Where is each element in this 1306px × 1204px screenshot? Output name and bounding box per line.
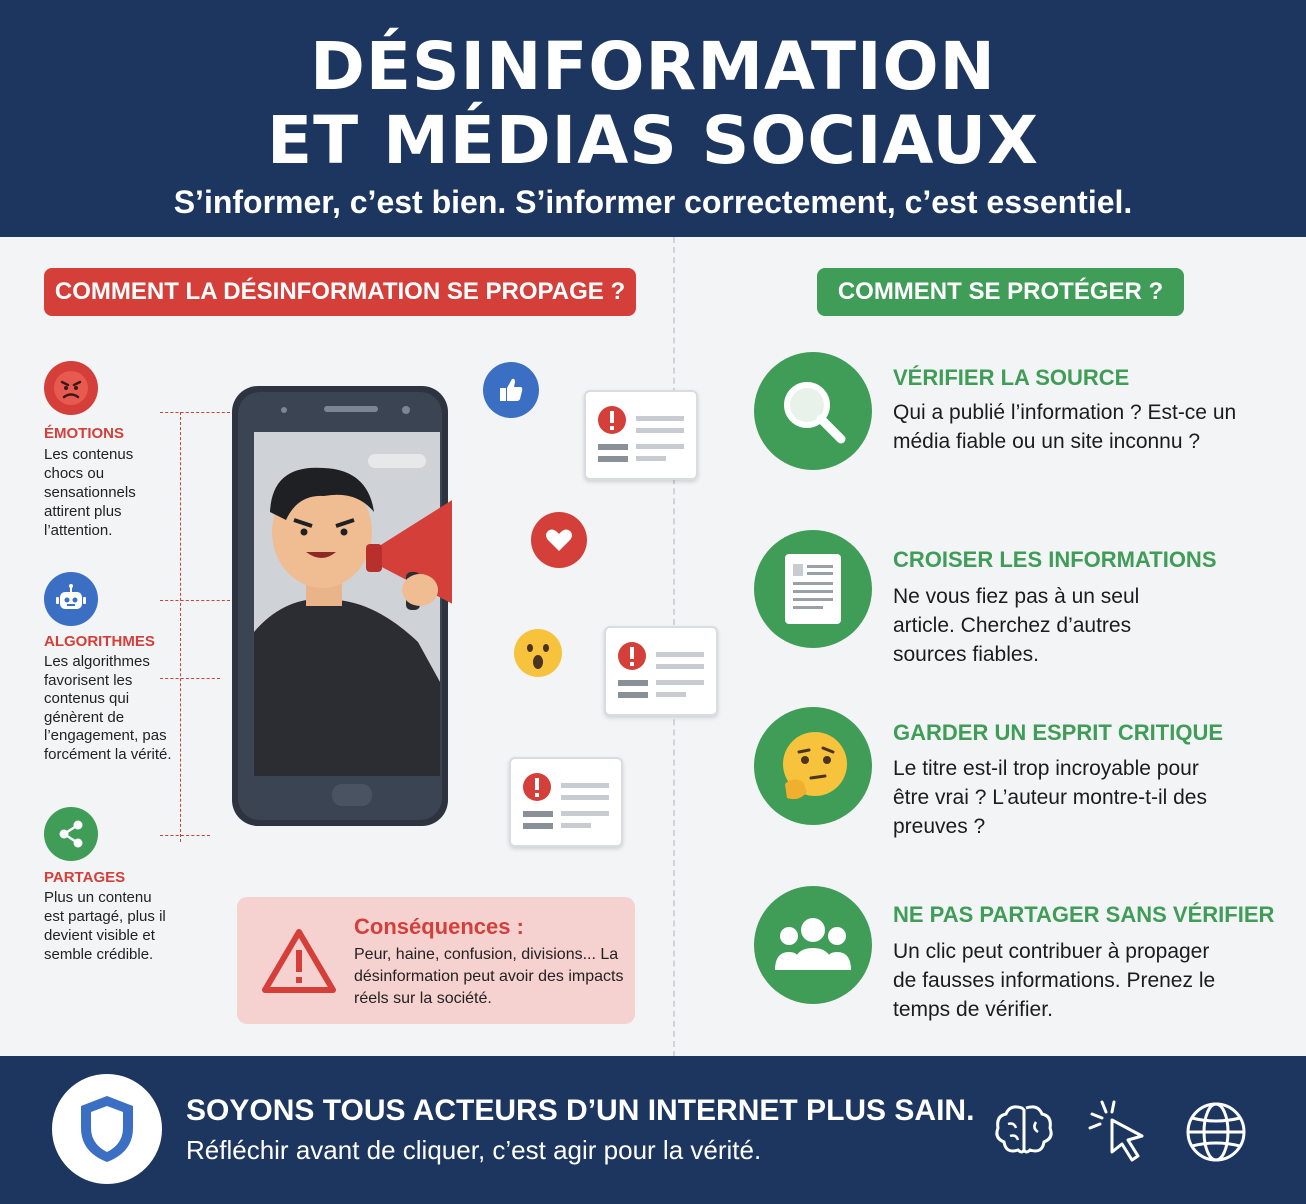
footer-title: SOYONS TOUS ACTEURS D’UN INTERNET PLUS S… [186,1094,975,1127]
angry-face-icon [44,361,98,415]
guide-line [180,412,181,842]
factor-title-emotions: ÉMOTIONS [44,425,125,442]
heart-icon [531,512,587,568]
surprised-face-icon [512,627,564,679]
thinking-face-icon [754,707,872,825]
globe-icon [1184,1100,1248,1164]
protection-heading: COMMENT SE PROTÉGER ? [817,268,1184,316]
factor-text-emotions: Les contenus chocs ou sensationnels atti… [44,446,136,539]
tip-title-critical-thinking: GARDER UN ESPRIT CRITIQUE [893,720,1224,745]
robot-icon [44,572,98,626]
tip-text-verify-source: Qui a publié l’information ? Est-ce un m… [893,401,1237,453]
consequences-text: Peur, haine, confusion, divisions... La … [354,946,624,1007]
propagation-heading: COMMENT LA DÉSINFORMATION SE PROPAGE ? [44,268,636,316]
factor-title-algorithms: ALGORITHMES [44,633,155,650]
people-icon [754,886,872,1004]
fake-news-card [509,757,623,847]
guide-line [160,412,230,413]
footer-banner [0,1056,1306,1204]
guide-line [160,835,210,836]
tip-title-verify-source: VÉRIFIER LA SOURCE [893,365,1130,390]
page-subtitle: S’informer, c’est bien. S’informer corre… [173,184,1133,220]
factor-title-shares: PARTAGES [44,869,126,886]
shield-icon [52,1074,162,1184]
brain-icon [992,1102,1056,1158]
tip-text-cross-check: Ne vous fiez pas à un seul article. Cher… [893,585,1140,666]
magnifier-icon [754,352,872,470]
warning-icon [262,928,336,994]
guide-line [160,678,220,679]
footer-subtitle: Réfléchir avant de cliquer, c’est agir p… [186,1135,762,1165]
tip-text-critical-thinking: Le titre est-il trop incroyable pour êtr… [893,757,1207,838]
phone-illustration [228,382,482,830]
page-title-line1: DÉSINFORMATION [310,28,996,105]
factor-text-shares: Plus un contenu est partagé, plus il dev… [44,889,166,963]
page-title-line2: ET MÉDIAS SOCIAUX [267,102,1039,179]
document-icon [754,530,872,648]
guide-line [160,600,230,601]
fake-news-card [584,390,698,480]
fake-news-card [604,626,718,716]
tip-text-no-share: Un clic peut contribuer à propager de fa… [893,940,1216,1021]
consequences-box [237,897,635,1024]
tip-title-cross-check: CROISER LES INFORMATIONS [893,547,1217,572]
consequences-title: Conséquences : [354,914,524,939]
tip-title-no-share: NE PAS PARTAGER SANS VÉRIFIER [893,902,1275,927]
factor-text-algorithms: Les algorithmes favorisent les contenus … [44,653,172,763]
cursor-click-icon [1086,1098,1150,1162]
header-banner [0,0,1306,237]
share-icon [44,807,98,861]
like-icon [483,362,539,418]
